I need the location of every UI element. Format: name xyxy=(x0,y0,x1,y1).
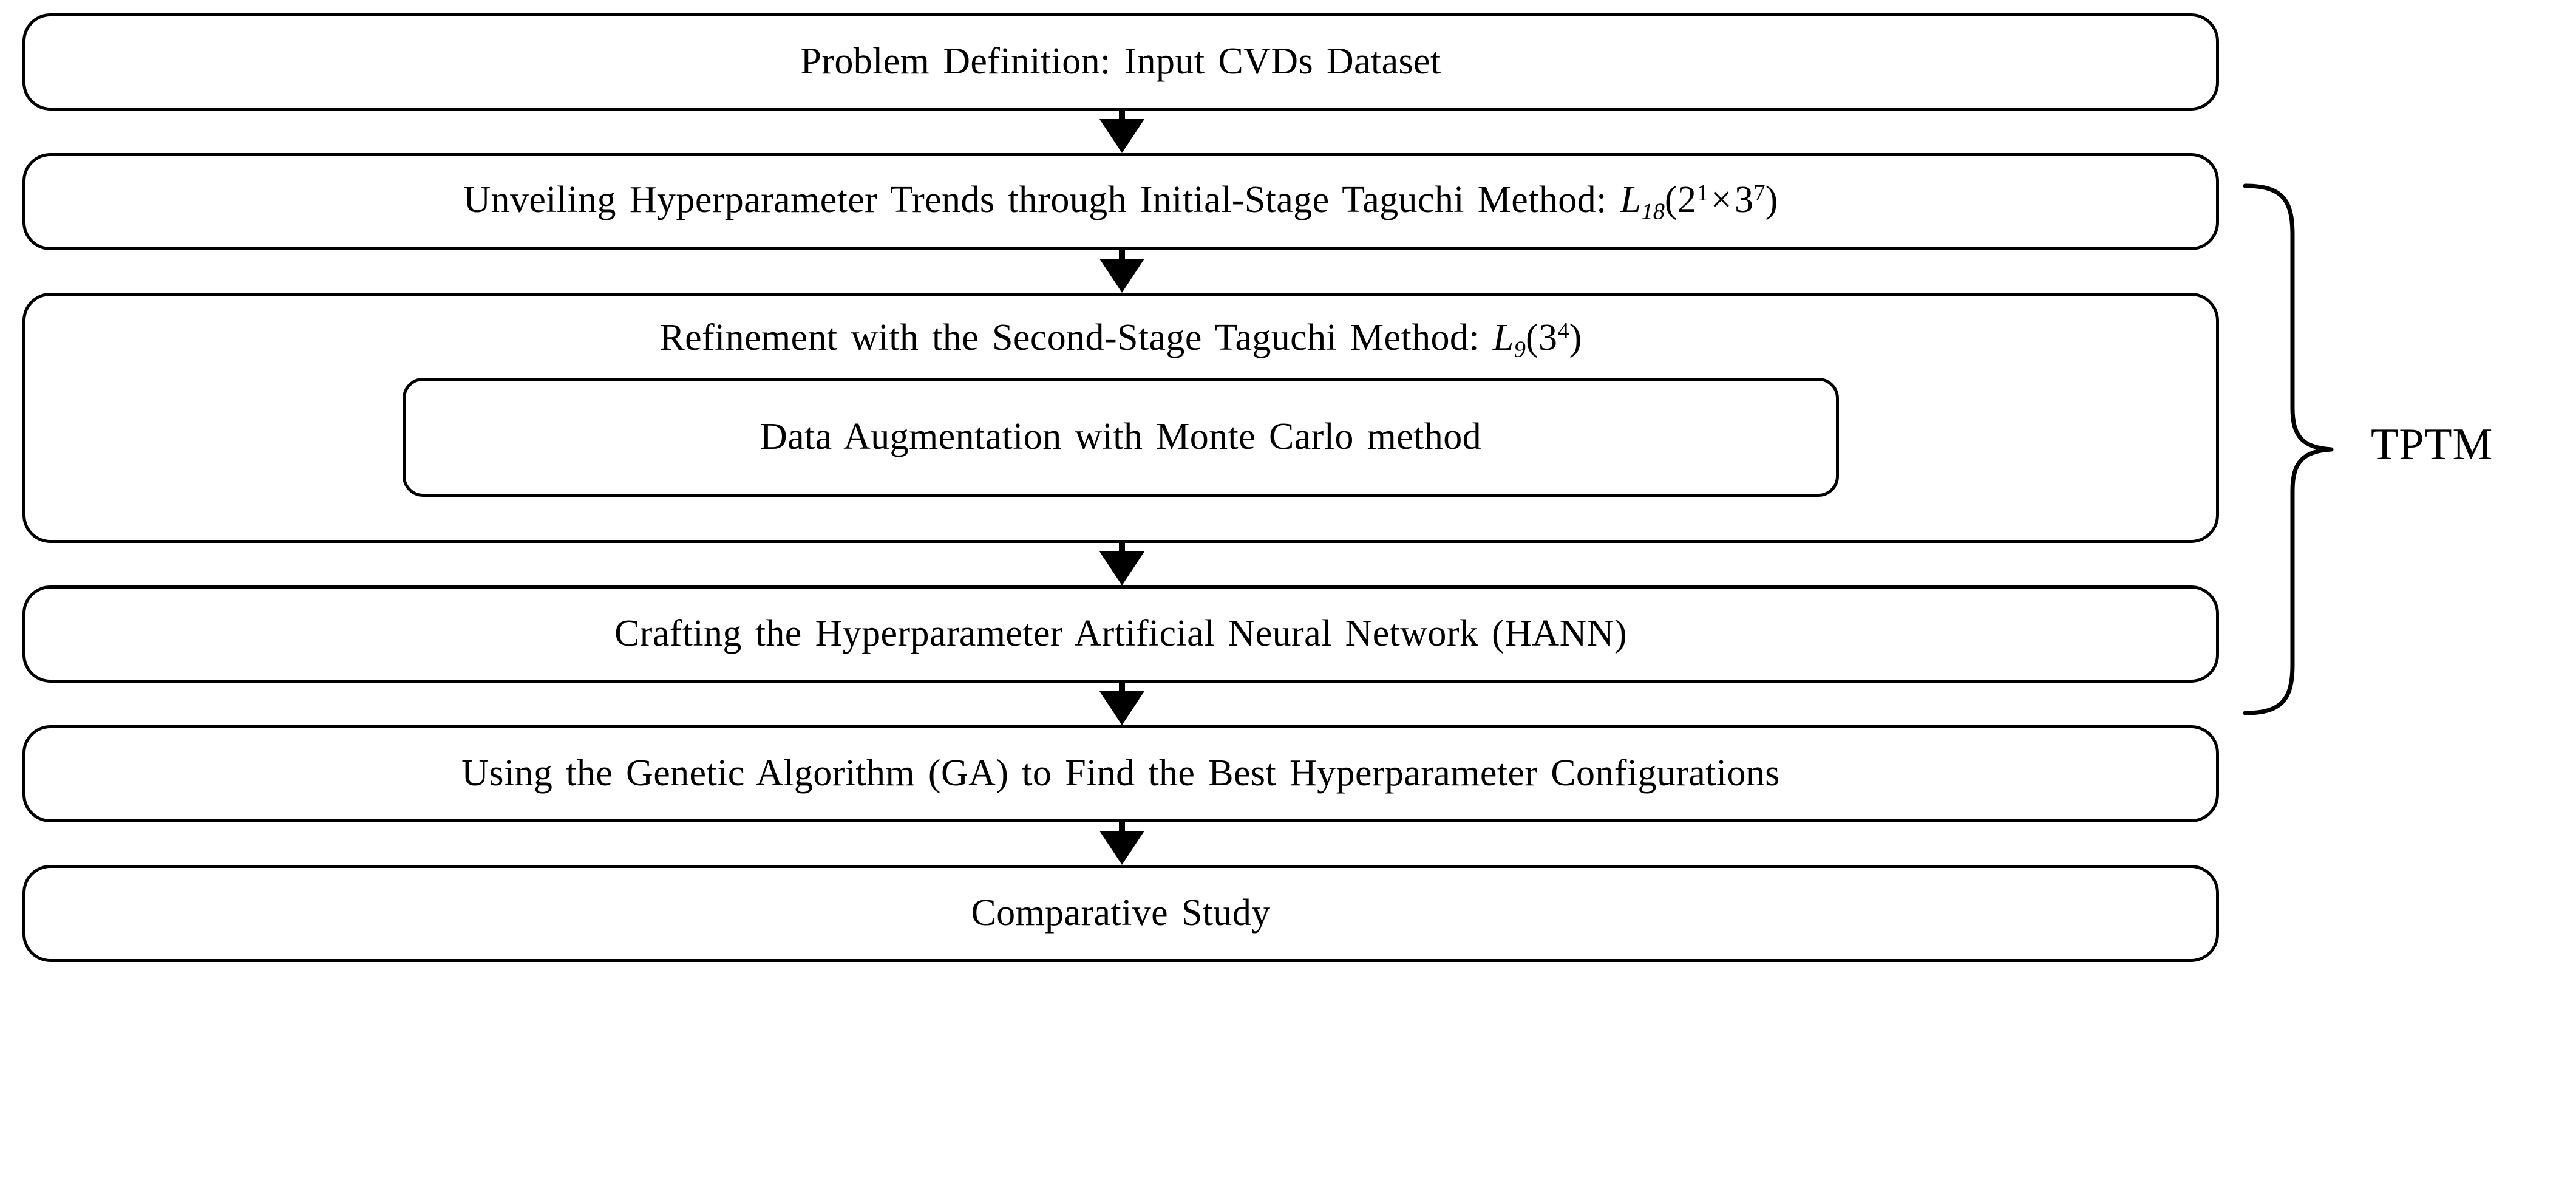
math-subscript: 18 xyxy=(1641,199,1665,225)
arrow-stem xyxy=(1119,683,1125,694)
flow-node-label: Unveiling Hyperparameter Trends through … xyxy=(463,179,1778,225)
math-paren-open: ( xyxy=(1525,317,1538,358)
arrow-down-icon-1 xyxy=(1099,111,1144,153)
arrow-head xyxy=(1099,691,1144,725)
flow-node-text: Refinement with the Second-Stage Taguchi… xyxy=(659,317,1493,358)
math-paren-open: ( xyxy=(1664,179,1677,220)
math-subscript: 9 xyxy=(1514,336,1526,363)
flow-node-comparative-study: Comparative Study xyxy=(22,865,2219,962)
arrow-stem xyxy=(1119,250,1125,261)
math-symbol-L: L xyxy=(1492,317,1514,358)
group-brace-icon xyxy=(2240,182,2343,717)
flow-node-label: Using the Genetic Algorithm (GA) to Find… xyxy=(461,753,1780,794)
math-exponent-2: 7 xyxy=(1753,180,1765,206)
flow-node-label: Crafting the Hyperparameter Artificial N… xyxy=(614,613,1627,655)
flow-node-genetic-algorithm: Using the Genetic Algorithm (GA) to Find… xyxy=(22,725,2219,822)
math-base-2: 3 xyxy=(1538,317,1558,358)
flow-node-problem-definition: Problem Definition: Input CVDs Dataset xyxy=(22,13,2219,111)
arrow-down-icon-2 xyxy=(1099,250,1144,293)
flow-node-label: Problem Definition: Input CVDs Dataset xyxy=(800,41,1441,83)
arrow-down-icon-5 xyxy=(1099,822,1144,865)
flow-node-label: Refinement with the Second-Stage Taguchi… xyxy=(659,316,1582,363)
group-brace-label: TPTM xyxy=(2371,420,2493,469)
math-base-2: 3 xyxy=(1734,179,1754,220)
flow-node-label: Comparative Study xyxy=(971,892,1271,934)
arrow-head xyxy=(1099,831,1144,865)
flow-subnode-data-augmentation: Data Augmentation with Monte Carlo metho… xyxy=(403,377,1839,497)
arrow-head xyxy=(1099,551,1144,585)
math-paren-close: ) xyxy=(1765,179,1778,220)
math-operator-times: × xyxy=(1710,179,1732,220)
flow-node-second-stage-taguchi: Refinement with the Second-Stage Taguchi… xyxy=(22,293,2219,543)
flow-node-hann: Crafting the Hyperparameter Artificial N… xyxy=(22,585,2219,683)
arrow-head xyxy=(1099,259,1144,293)
math-exponent-1: 1 xyxy=(1696,180,1708,206)
arrow-stem xyxy=(1119,822,1125,833)
arrow-head xyxy=(1099,119,1144,153)
arrow-stem xyxy=(1119,111,1125,121)
flow-node-first-stage-taguchi: Unveiling Hyperparameter Trends through … xyxy=(22,153,2219,250)
math-paren-close: ) xyxy=(1569,317,1582,358)
arrow-down-icon-3 xyxy=(1099,543,1144,585)
flow-subnode-label: Data Augmentation with Monte Carlo metho… xyxy=(760,416,1482,458)
arrow-stem xyxy=(1119,543,1125,554)
arrow-down-icon-4 xyxy=(1099,683,1144,725)
math-symbol-L: L xyxy=(1620,179,1642,220)
math-exponent-2: 4 xyxy=(1557,318,1569,344)
math-base-1: 2 xyxy=(1677,179,1697,220)
flow-node-text: Unveiling Hyperparameter Trends through … xyxy=(463,179,1620,220)
